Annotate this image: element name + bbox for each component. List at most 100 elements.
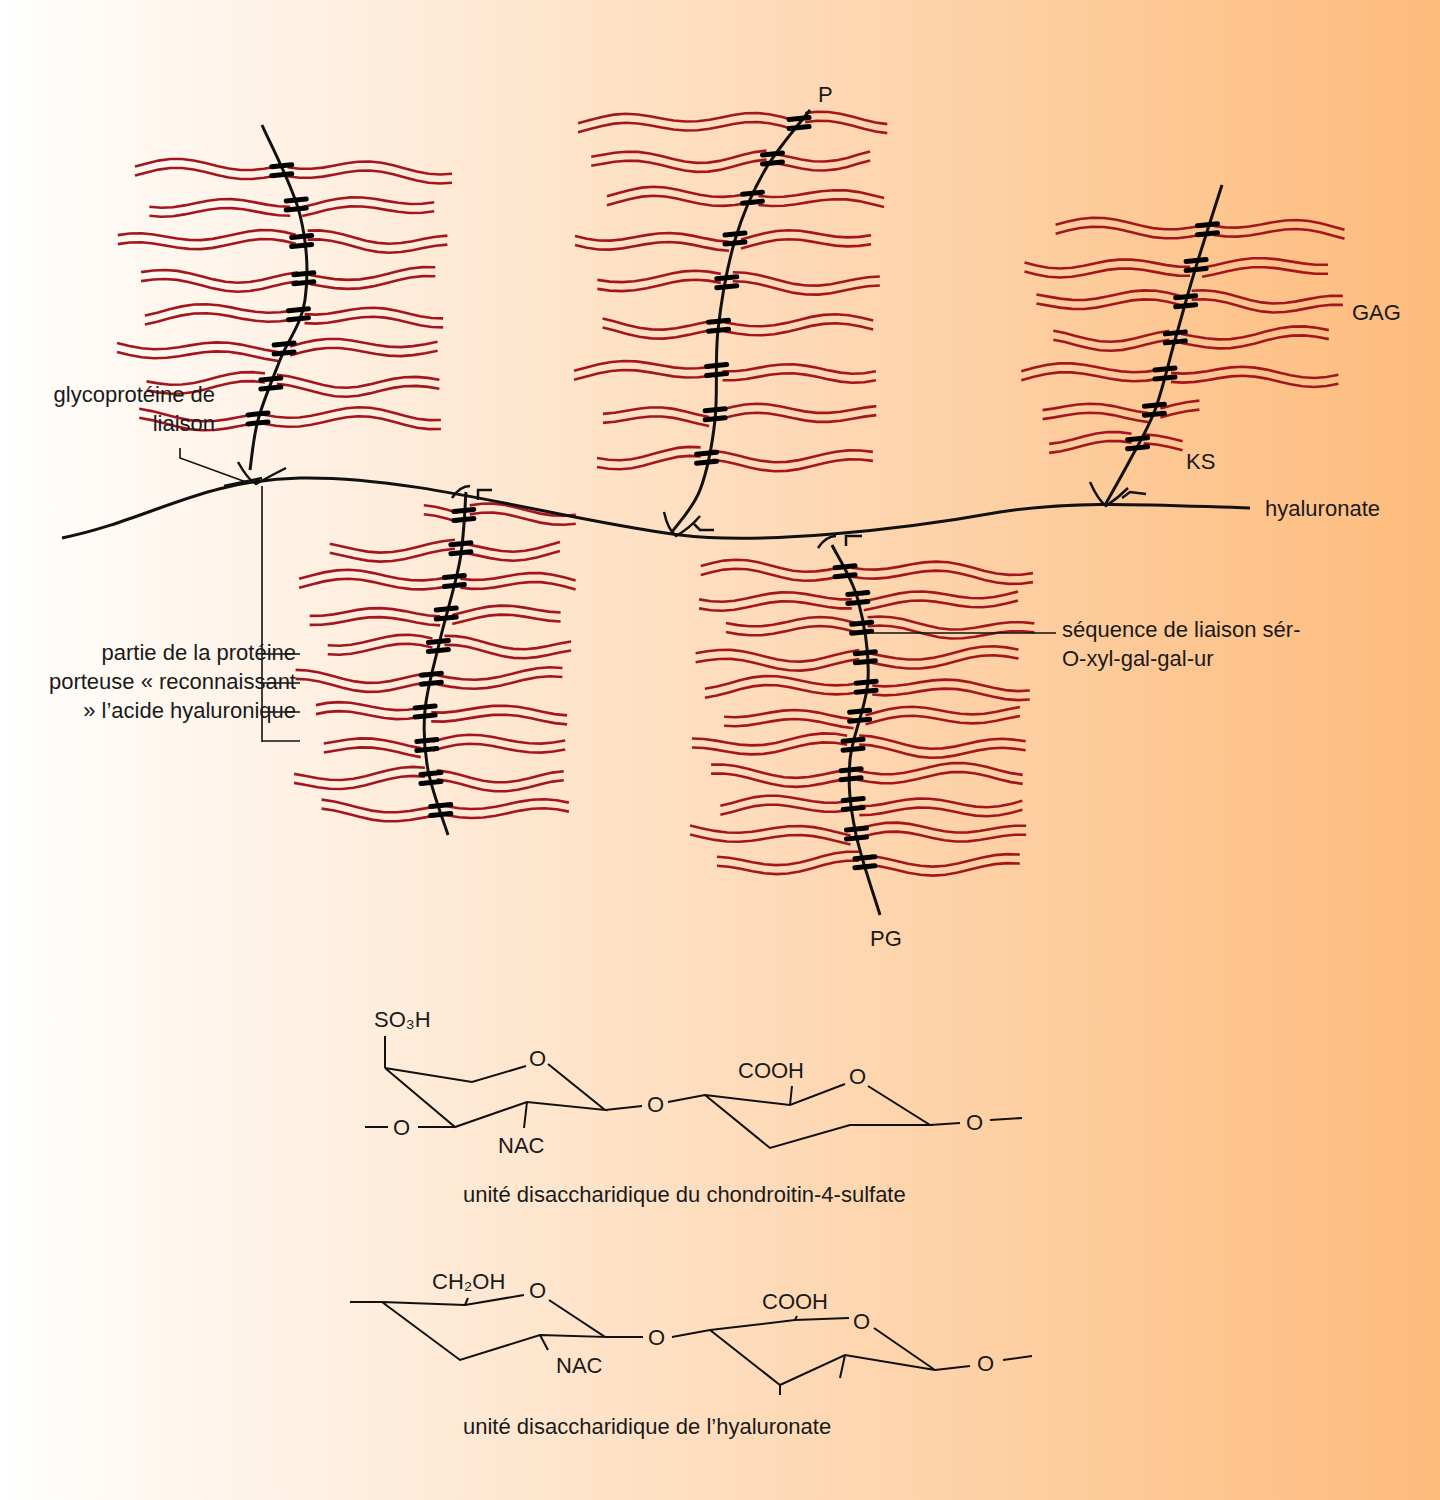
linkage-region: [292, 236, 312, 238]
linkage-region: [1155, 377, 1175, 379]
linkage-region: [852, 622, 872, 624]
gag-chain: [328, 644, 433, 655]
linkage-region: [725, 233, 745, 235]
linkage-region: [1197, 233, 1217, 235]
linkage-region: [843, 808, 863, 810]
atom-label: O: [529, 1044, 546, 1073]
part-label: séquence de liaison sér-O-xyl-gal-gal-ur: [1062, 615, 1307, 673]
gag-chain: [1181, 326, 1329, 339]
linkage-region: [454, 518, 474, 520]
linkage-region: [789, 127, 809, 129]
gag-chain: [135, 168, 276, 179]
linkage-region: [846, 828, 866, 830]
gag-chain: [859, 799, 1022, 808]
linkage-region: [709, 329, 729, 331]
gag-chain: [288, 171, 452, 184]
linkage-region: [421, 682, 441, 684]
gag-chain: [431, 715, 567, 725]
linkage-region: [451, 552, 471, 554]
linkage-region: [762, 162, 782, 164]
gag-chain: [575, 233, 729, 242]
gag-chain: [1043, 404, 1149, 413]
gag-chain: [1053, 340, 1169, 351]
atom-label: SO₃H: [374, 1005, 431, 1034]
gag-chain: [723, 364, 876, 373]
gag-chain: [779, 151, 871, 161]
gag-chain: [603, 319, 713, 330]
linkage-region: [1155, 368, 1175, 370]
atom-label: O: [648, 1323, 665, 1352]
gag-chain: [460, 582, 575, 589]
linkage-region: [762, 153, 782, 155]
linkage-region: [717, 277, 737, 279]
linkage-region: [286, 208, 306, 210]
gag-chain: [607, 196, 747, 206]
linkage-region: [444, 576, 464, 578]
linkage-region: [428, 650, 448, 652]
linkage-region: [1165, 341, 1185, 343]
gag-chain: [575, 242, 729, 251]
gag-chain: [603, 417, 709, 427]
gag-chain: [872, 689, 1030, 701]
linkage-region: [725, 242, 745, 244]
atom-label: O: [966, 1108, 983, 1137]
atom-label: O: [393, 1113, 410, 1142]
gag-chain: [299, 579, 448, 590]
gag-chain: [574, 361, 711, 371]
linkage-region: [272, 174, 292, 176]
linkage-region: [697, 461, 717, 463]
gag-chain: [851, 571, 1033, 584]
leader-lines: [180, 448, 1056, 742]
linkage-region: [417, 740, 437, 742]
gag-chain: [864, 592, 1018, 602]
linkage-region: [835, 566, 855, 568]
linkage-region: [248, 422, 268, 424]
gag-chain: [310, 617, 441, 625]
linkage-region: [1186, 269, 1206, 271]
linkage-region: [707, 374, 727, 376]
gag-chain: [145, 313, 293, 324]
gag-chain: [1043, 413, 1149, 422]
gag-chain: [264, 407, 441, 420]
linkage-region: [843, 799, 863, 801]
linkage-region: [454, 509, 474, 511]
chondroitin-structure: [365, 1036, 1022, 1148]
gag-chain: [711, 774, 845, 787]
gag-chain: [299, 570, 448, 581]
part-label: GAG: [1352, 298, 1401, 327]
gag-chain: [690, 826, 850, 836]
gag-chain: [724, 719, 854, 728]
gag-chain: [726, 626, 856, 635]
linkage-region: [846, 837, 866, 839]
linkage-region: [274, 343, 294, 345]
linkage-region: [697, 452, 717, 454]
gag-chain: [871, 655, 1018, 668]
gag-chain: [597, 280, 720, 291]
part-label: P: [818, 80, 833, 109]
gag-chain: [135, 159, 276, 170]
part-label: partie de la protéine porteuse « reconna…: [46, 638, 296, 725]
atom-label: O: [647, 1090, 664, 1119]
gag-chain: [308, 239, 448, 252]
atom-label: COOH: [738, 1056, 804, 1085]
linkage-region: [428, 641, 448, 643]
gag-chain: [690, 835, 850, 845]
gag-chain: [1049, 441, 1131, 453]
gag-chain: [305, 317, 444, 328]
gag-chain: [725, 323, 874, 335]
link-glycoproteins: [224, 462, 1146, 548]
linkage-region: [855, 652, 875, 654]
part-label: PG: [870, 924, 902, 953]
gag-chain: [288, 162, 452, 175]
gag-chain: [1053, 331, 1169, 342]
gag-chain: [607, 187, 747, 197]
gag-chain: [277, 384, 440, 397]
gag-chain: [857, 772, 1023, 784]
gag-chain: [713, 459, 873, 471]
gag-chain: [851, 562, 1033, 575]
gag-chain: [1021, 363, 1159, 372]
linkage-region: [415, 715, 435, 717]
gag-chain: [721, 413, 876, 422]
linkage-region: [415, 706, 435, 708]
